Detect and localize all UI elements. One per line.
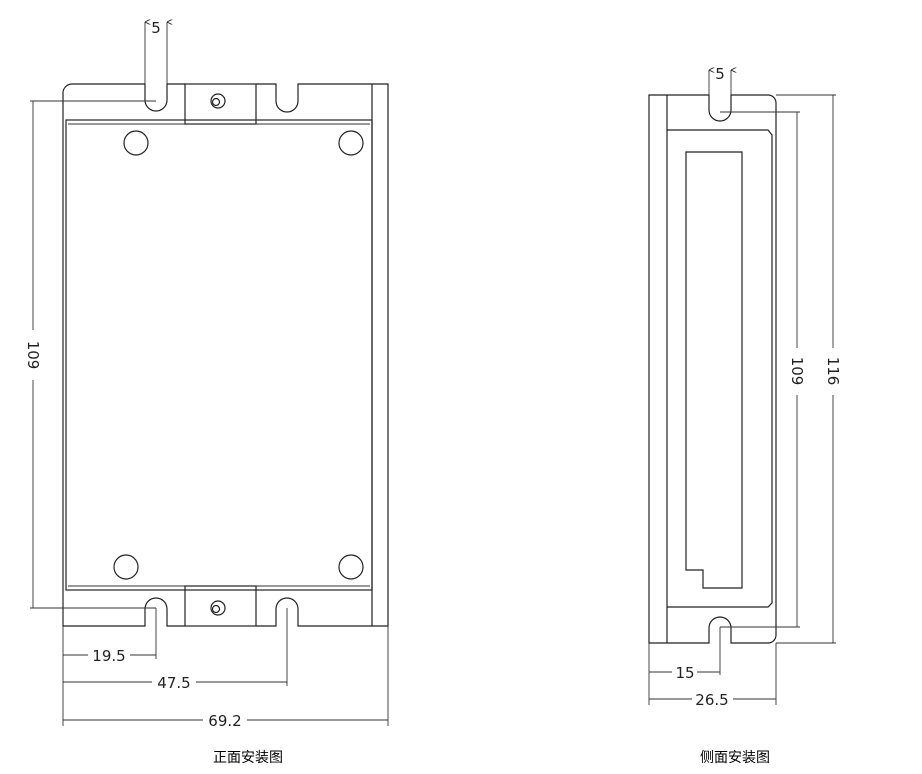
front-slot2-offset-label: 47.5 [157,674,190,692]
hole-icon [338,554,364,580]
bottom-screw-icon [210,600,226,616]
side-total-height-label: 116 [824,357,842,386]
top-bracket [184,83,257,125]
side-view: 5 109 116 15 26.5 侧面安装图 [648,65,842,766]
front-plate-outline [62,83,389,627]
front-view: 5 109 19.5 47.5 69.2 正面安装图 [24,19,389,766]
side-view-caption: 侧面安装图 [700,750,770,766]
side-body [667,129,773,608]
side-total-depth-label: 26.5 [695,691,728,709]
front-view-caption: 正面安装图 [213,750,283,766]
front-body [65,119,373,591]
side-window [685,151,743,589]
side-slot-offset-label: 15 [675,664,694,682]
bottom-bracket [184,585,257,627]
side-slot-width-label: 5 [715,65,725,83]
front-hole-pitch-label: 109 [24,341,42,370]
hole-icon [123,130,149,156]
hole-icon [113,554,139,580]
top-screw-icon [210,93,226,109]
side-hole-pitch-label: 109 [788,357,806,386]
front-slot1-offset-label: 19.5 [92,647,125,665]
front-slot-width-label: 5 [151,19,161,37]
side-plate-outline [648,94,777,644]
hole-icon [338,130,364,156]
front-total-width-label: 69.2 [208,712,241,730]
